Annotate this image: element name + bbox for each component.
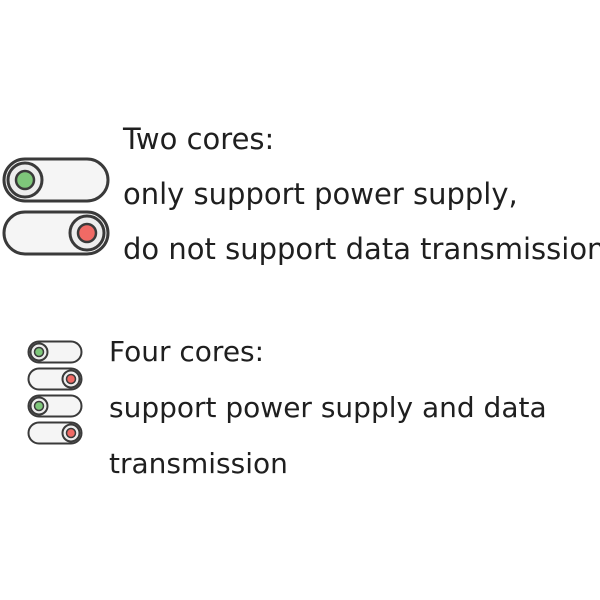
four-cores-line-2: transmission — [109, 447, 288, 480]
two-cores-heading: Two cores: — [123, 122, 275, 156]
toggle-switch-on-icon — [27, 340, 83, 364]
two-cores-line-2: do not support data transmission — [123, 232, 600, 266]
toggle-switch-on — [27, 394, 83, 418]
toggle-switch-off — [27, 421, 83, 445]
toggle-switch-on-icon — [2, 157, 110, 203]
four-cores-line-1: support power supply and data — [109, 391, 547, 424]
toggle-switch-off-icon — [2, 210, 110, 256]
four-cores-heading: Four cores: — [109, 335, 265, 368]
toggle-switch-off — [27, 367, 83, 391]
toggle-switch-off-icon — [27, 367, 83, 391]
toggle-switch-on-icon — [27, 394, 83, 418]
toggle-switch-on — [2, 157, 110, 203]
toggle-switch-off — [2, 210, 110, 256]
toggle-switch-off-icon — [27, 421, 83, 445]
toggle-switch-on — [27, 340, 83, 364]
two-cores-line-1: only support power supply, — [123, 177, 518, 211]
